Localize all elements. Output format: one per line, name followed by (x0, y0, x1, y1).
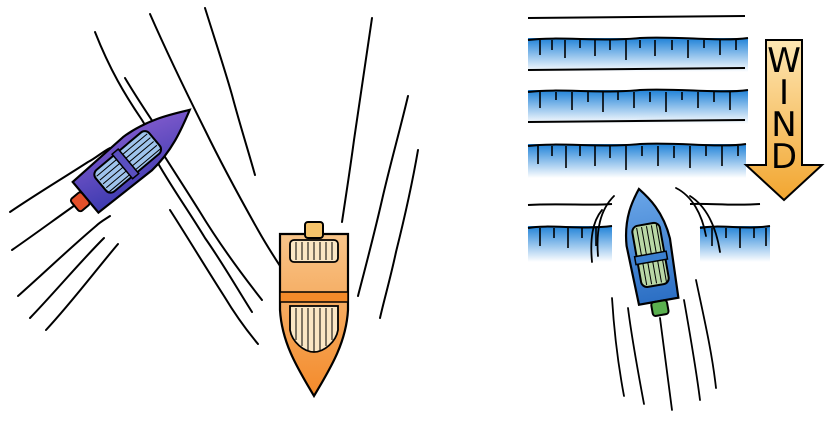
wave-row-3 (528, 120, 746, 178)
wave-row-1 (528, 16, 748, 72)
wave-row-2 (528, 68, 748, 124)
left-wake-lines (10, 8, 418, 344)
orange-boat-motor (305, 222, 323, 238)
orange-boat (280, 222, 348, 396)
blue-green-boat (617, 185, 683, 319)
blue-green-boat-motor (651, 300, 669, 317)
wind-label: W I N D (767, 41, 801, 177)
wind-letter-4: D (771, 137, 797, 177)
